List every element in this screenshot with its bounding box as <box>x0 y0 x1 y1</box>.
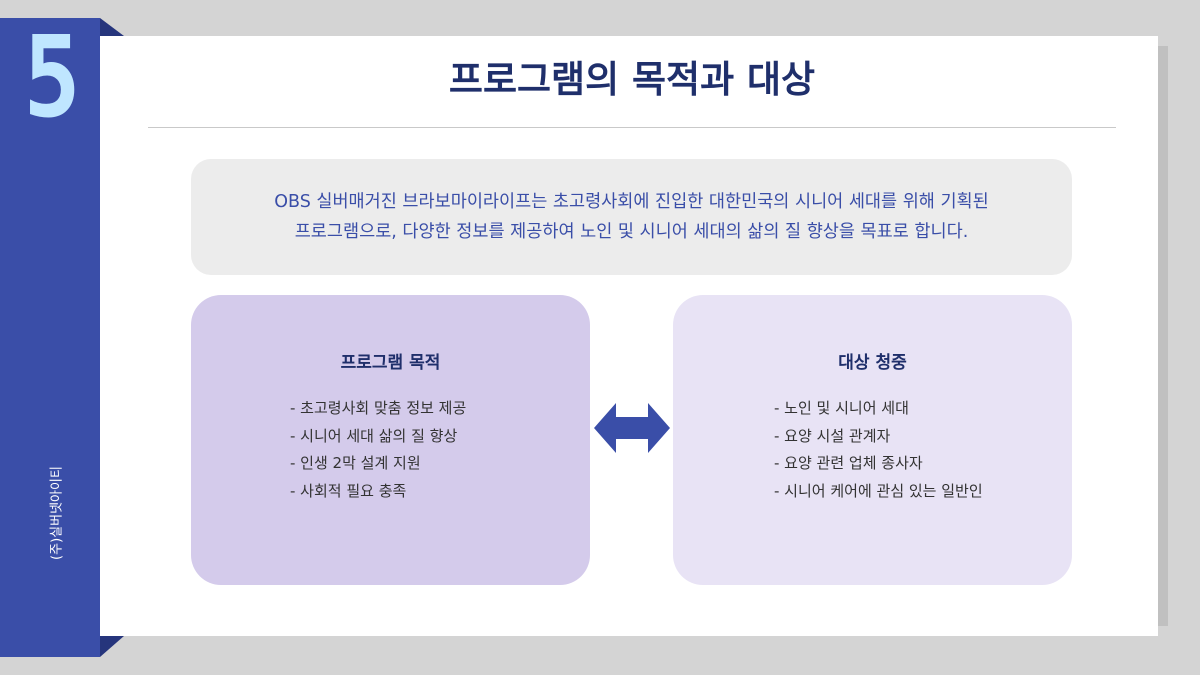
slide-number: 5 <box>23 13 81 143</box>
intro-line-2: 프로그램으로, 다양한 정보를 제공하여 노인 및 시니어 세대의 삶의 질 향… <box>294 222 969 242</box>
audience-item: - 시니어 케어에 관심 있는 일반인 <box>774 481 983 500</box>
audience-item: - 노인 및 시니어 세대 <box>774 399 909 417</box>
purpose-item: - 초고령사회 맞춤 정보 제공 <box>290 399 467 417</box>
intro-panel: OBS 실버매거진 브라보마이라이프는 초고령사회에 진입한 대한민국의 시니어… <box>191 159 1072 275</box>
audience-item: - 요양 관련 업체 종사자 <box>774 454 923 472</box>
audience-list: - 노인 및 시니어 세대 - 요양 시설 관계자 - 요양 관련 업체 종사자… <box>774 395 983 505</box>
purpose-box: 프로그램 목적 - 초고령사회 맞춤 정보 제공 - 시니어 세대 삶의 질 향… <box>191 295 590 585</box>
sidebar-fold-top <box>100 18 124 36</box>
page-title: 프로그램의 목적과 대상 <box>448 58 816 101</box>
purpose-item: - 사회적 필요 충족 <box>290 481 407 500</box>
sidebar <box>0 18 100 657</box>
purpose-item: - 시니어 세대 삶의 질 향상 <box>290 426 458 445</box>
purpose-list: - 초고령사회 맞춤 정보 제공 - 시니어 세대 삶의 질 향상 - 인생 2… <box>290 395 466 505</box>
purpose-heading: 프로그램 목적 <box>340 353 441 373</box>
intro-line-1: OBS 실버매거진 브라보마이라이프는 초고령사회에 진입한 대한민국의 시니어… <box>274 192 989 212</box>
company-label: (주)실버넷아이티 <box>49 466 65 560</box>
double-arrow-icon <box>594 403 670 453</box>
purpose-item: - 인생 2막 설계 지원 <box>290 454 421 472</box>
audience-heading: 대상 청중 <box>838 353 907 373</box>
audience-box: 대상 청중 - 노인 및 시니어 세대 - 요양 시설 관계자 - 요양 관련 … <box>673 295 1072 585</box>
sidebar-fold-bottom <box>100 636 124 657</box>
title-divider <box>148 127 1116 128</box>
audience-item: - 요양 시설 관계자 <box>774 426 891 445</box>
